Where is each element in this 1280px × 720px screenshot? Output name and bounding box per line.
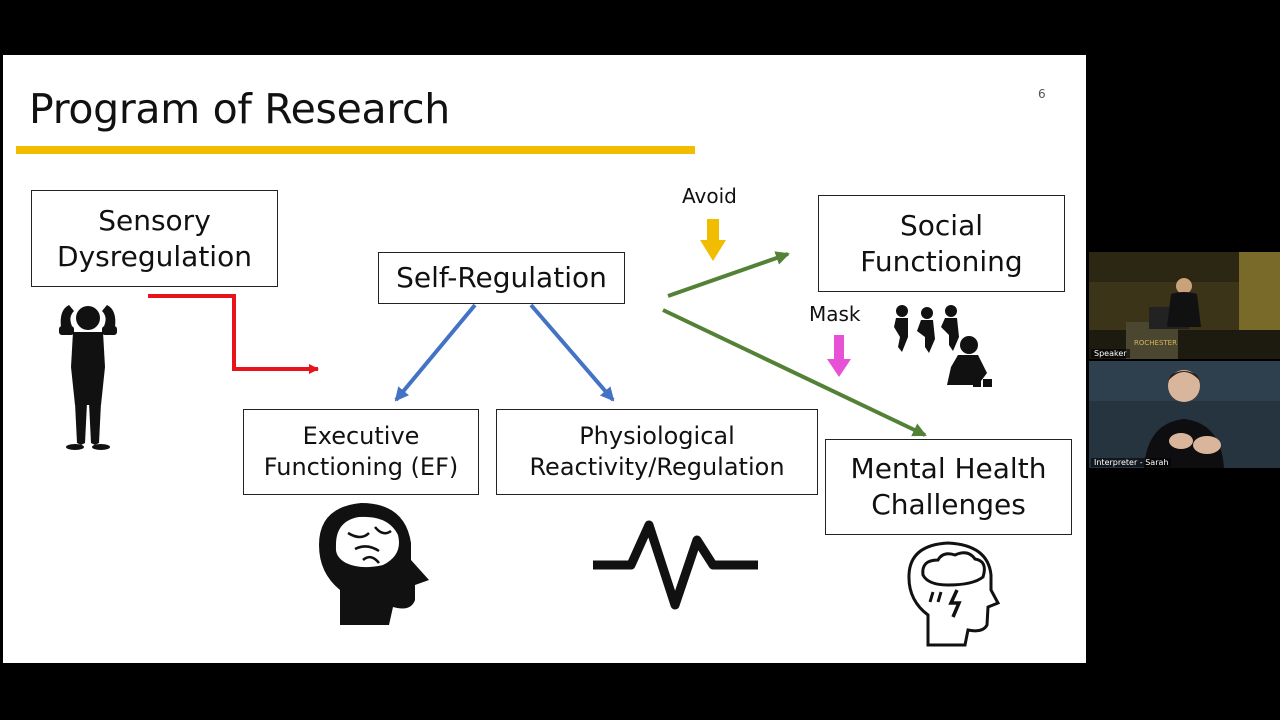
- avoid-arrow-icon: [700, 219, 726, 261]
- stressed-head-icon: [907, 541, 1001, 647]
- person-covering-ears-icon: [59, 305, 117, 450]
- node-executive-line2: Functioning (EF): [263, 453, 459, 481]
- node-self-regulation-text: Self-Regulation: [396, 261, 607, 295]
- node-executive-line1: Executive: [302, 422, 420, 451]
- mask-label: Mask: [809, 302, 861, 326]
- node-physio-line1: Physiological: [579, 422, 735, 451]
- speaker-tile-label: Speaker: [1091, 349, 1130, 358]
- interpreter-tile-label: Interpreter - Sarah: [1091, 458, 1172, 467]
- presentation-slide: Program of Research 6: [3, 55, 1086, 663]
- speaker-video-frame: ROCHESTER: [1089, 252, 1280, 359]
- sensory-to-selfreg-arrow: [148, 294, 319, 374]
- node-sensory-line1: Sensory: [98, 203, 211, 237]
- heartbeat-icon: [593, 520, 758, 610]
- interpreter-video-tile[interactable]: Interpreter - Sarah: [1089, 361, 1280, 468]
- selfreg-to-mental-arrow: [662, 308, 927, 437]
- title-underline: [16, 146, 695, 154]
- node-social-line2: Functioning: [860, 244, 1023, 278]
- node-physio-line2: Reactivity/Regulation: [529, 453, 785, 481]
- social-interaction-icon: [894, 305, 992, 387]
- diagram-graphics: [59, 219, 1001, 647]
- slide-number: 6: [1038, 87, 1046, 101]
- node-sensory-line2: Dysregulation: [57, 239, 252, 273]
- selfreg-to-ef-arrow: [394, 303, 477, 402]
- selfreg-to-physio-arrow: [529, 303, 615, 402]
- interpreter-video-frame: [1089, 361, 1280, 468]
- node-social-line1: Social: [899, 208, 983, 242]
- mask-arrow-icon: [827, 335, 851, 377]
- avoid-label: Avoid: [682, 184, 737, 208]
- selfreg-to-social-arrow: [667, 251, 790, 298]
- slide-title: Program of Research: [29, 85, 450, 133]
- speaker-video-tile[interactable]: ROCHESTER Speaker: [1089, 252, 1280, 359]
- svg-text:ROCHESTER: ROCHESTER: [1134, 339, 1177, 347]
- brain-head-icon: [319, 503, 429, 625]
- node-self-regulation: Self-Regulation: [378, 252, 625, 304]
- node-mental-line1: Mental Health: [850, 452, 1047, 486]
- node-mental-line2: Challenges: [871, 488, 1026, 521]
